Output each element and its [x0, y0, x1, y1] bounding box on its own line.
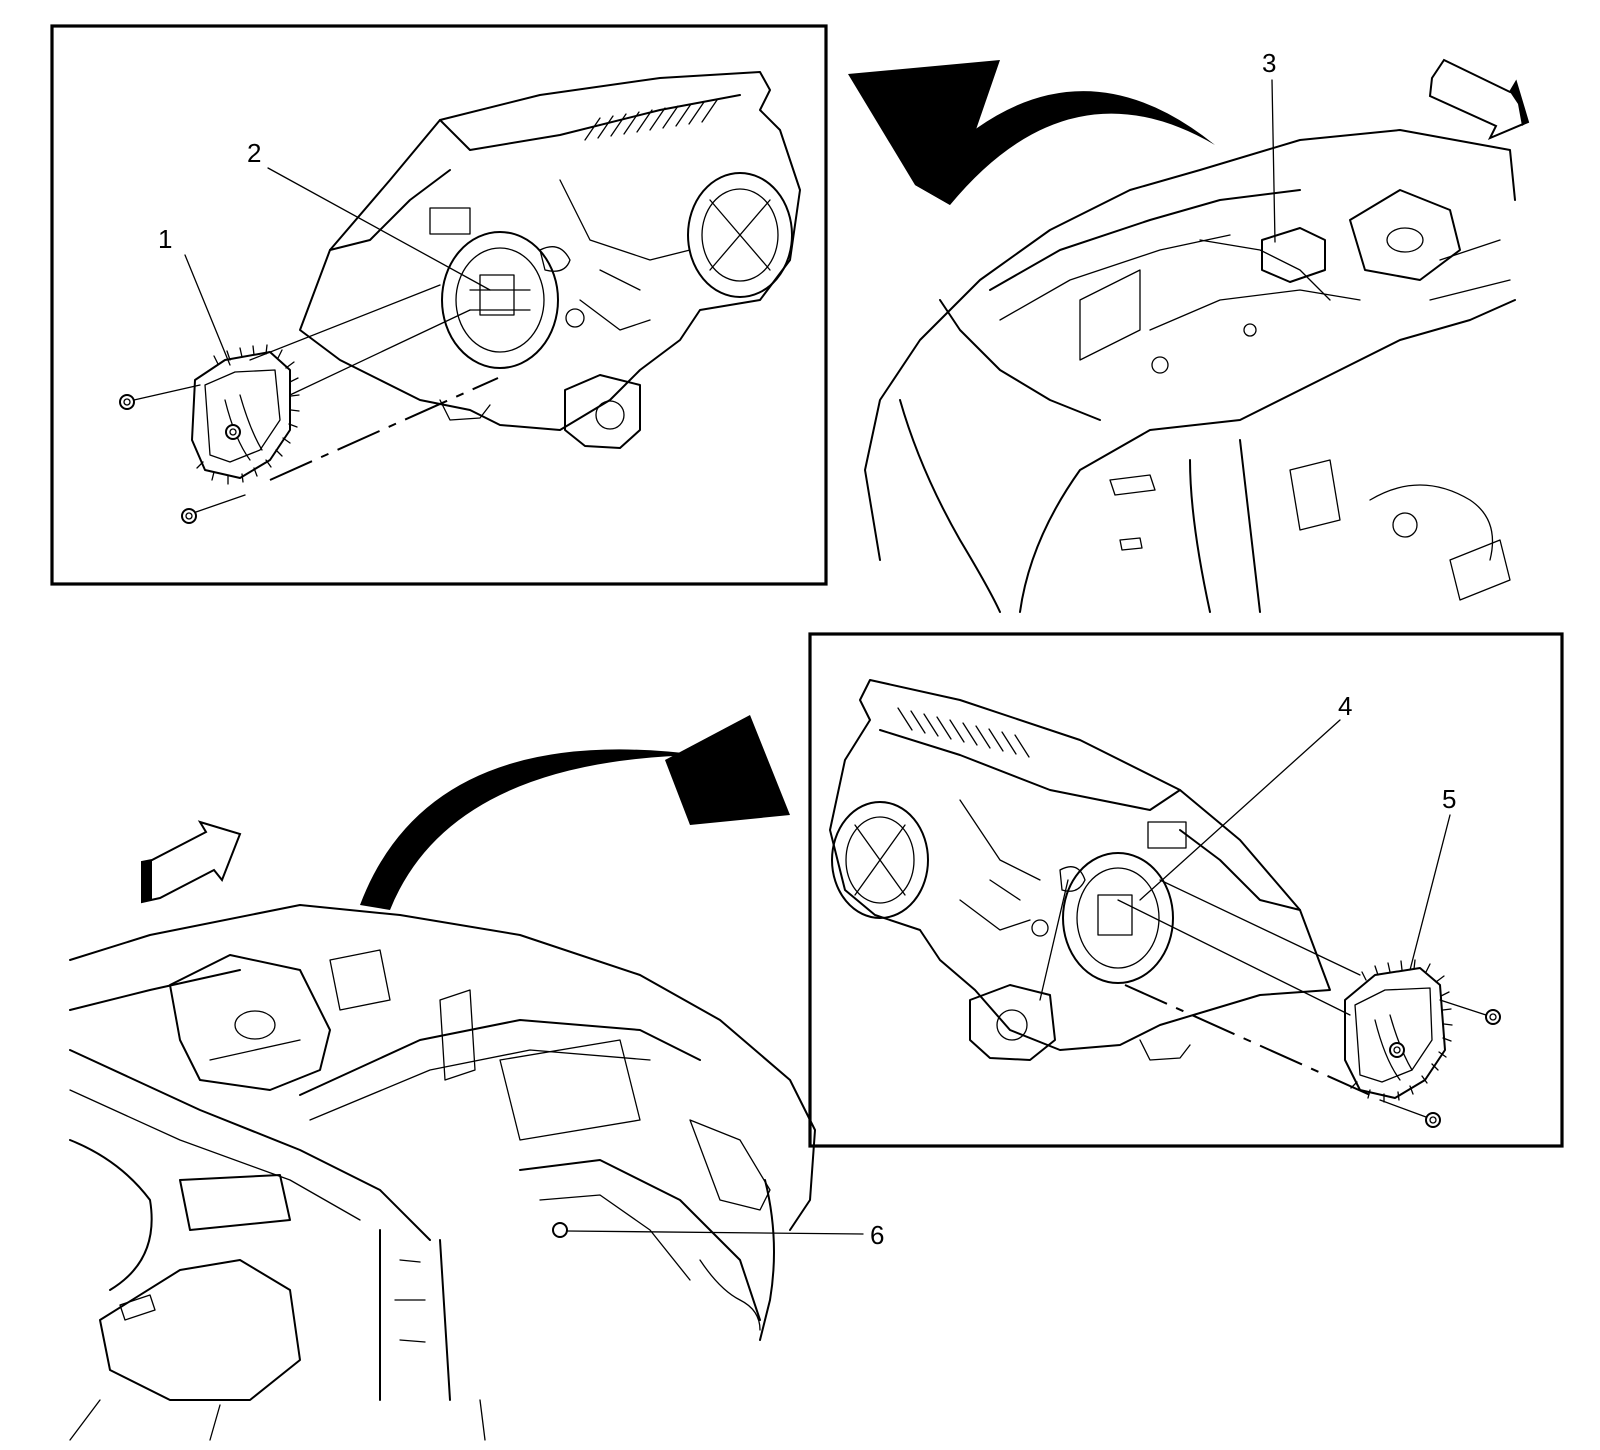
callout-1: 1	[158, 224, 172, 254]
leader-5	[1409, 814, 1451, 971]
callout-5: 5	[1442, 784, 1456, 814]
arrow-head-left	[848, 60, 1000, 205]
leader-4	[1139, 719, 1341, 901]
arrow-head-right	[665, 715, 790, 825]
component-3-housing	[1261, 227, 1326, 283]
callout-3: 3	[1262, 48, 1276, 78]
leader-2	[267, 167, 491, 291]
leveling-actuator-part-5	[1344, 959, 1453, 1103]
fastener-6	[552, 1222, 568, 1238]
inset-frame-top-left	[50, 24, 828, 586]
leader-3	[1271, 79, 1276, 243]
leader-1	[184, 254, 231, 366]
leveling-actuator-part-1	[191, 344, 300, 485]
vehicle-front-view-bottom-left: 6	[69, 715, 884, 1441]
leader-6	[566, 1230, 864, 1235]
headlamp-housing-left	[299, 71, 801, 449]
rotate-arrow-right	[360, 749, 700, 910]
callout-4: 4	[1338, 691, 1352, 721]
inset-panel-bottom-right: 4 5	[808, 632, 1564, 1148]
inset-panel-top-left: 1 2	[50, 24, 828, 586]
inset-frame-bottom-right	[808, 632, 1564, 1148]
headlamp-housing-right	[829, 679, 1331, 1061]
callout-2: 2	[247, 138, 261, 168]
callout-6: 6	[870, 1220, 884, 1250]
direction-arrow-bottom-left	[141, 820, 242, 904]
rotate-arrow-left	[915, 91, 1215, 205]
direction-arrow-top-right	[1428, 58, 1530, 140]
vehicle-front-view-top-right: 3	[848, 48, 1530, 613]
